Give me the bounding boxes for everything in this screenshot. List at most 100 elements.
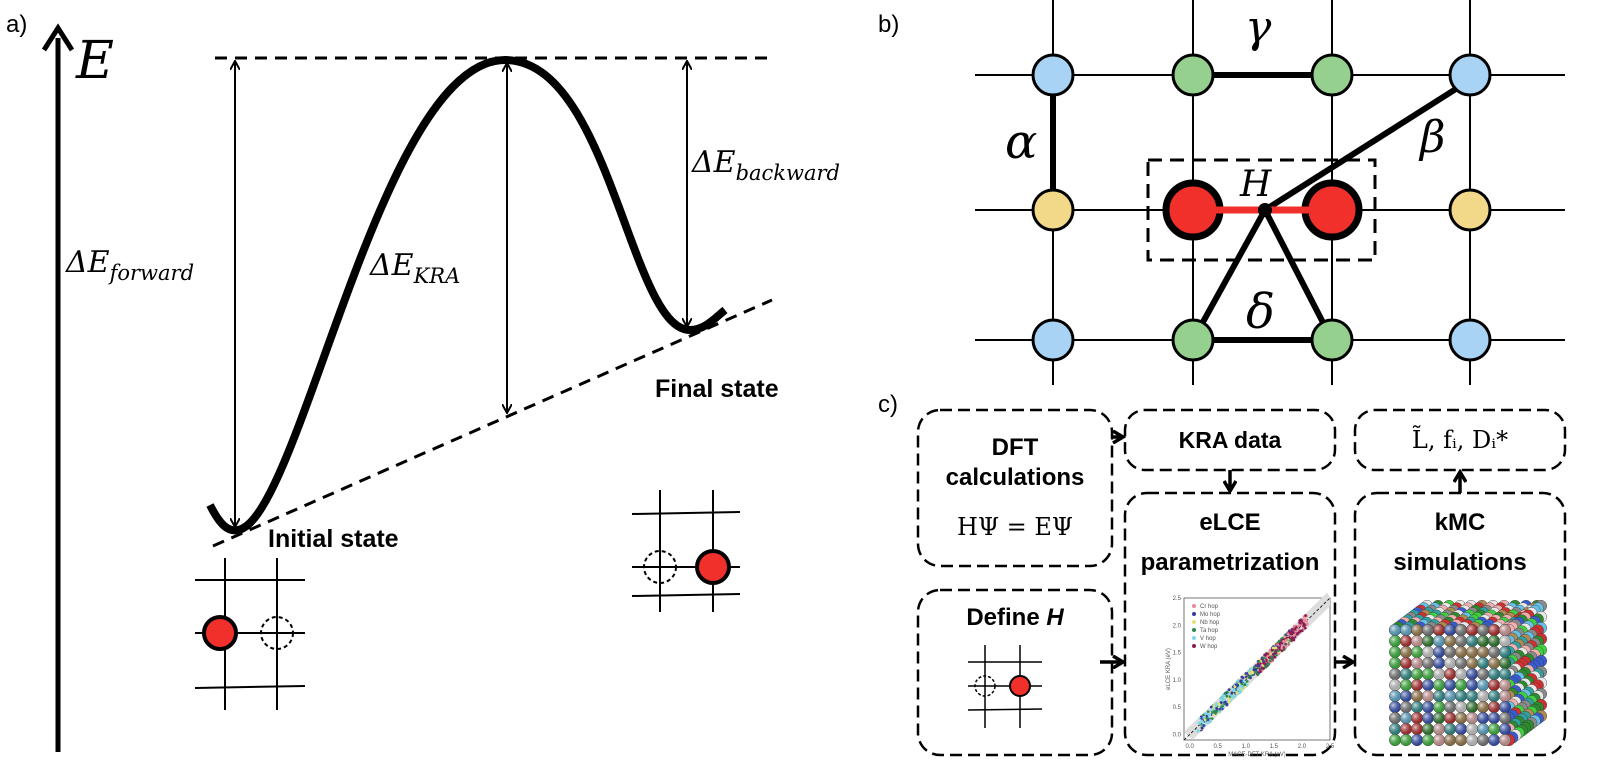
scatter-point bbox=[1204, 712, 1207, 715]
atom-shading bbox=[1400, 734, 1412, 746]
atom-shading bbox=[1400, 712, 1412, 724]
scatter-point bbox=[1236, 687, 1240, 691]
atom-shading bbox=[1488, 668, 1500, 680]
atom-shading bbox=[1422, 657, 1434, 669]
define-h-box bbox=[916, 588, 1114, 757]
atom-shading bbox=[1466, 701, 1478, 713]
outputs-label: L̃, fᵢ, Dᵢ* bbox=[1412, 426, 1508, 454]
scatter-point bbox=[1207, 720, 1211, 724]
atom-shading bbox=[1499, 646, 1511, 658]
atom-shading bbox=[1455, 679, 1467, 691]
initial-state-label: Initial state bbox=[268, 525, 399, 553]
scatter-point bbox=[1298, 630, 1302, 634]
define-h-lattice bbox=[967, 645, 1043, 728]
scatter-point bbox=[1248, 667, 1252, 671]
forward-label: ΔEforward bbox=[65, 245, 194, 285]
alpha-label: α bbox=[1005, 114, 1037, 170]
atom-shading bbox=[1411, 734, 1423, 746]
atom-shading bbox=[1444, 624, 1456, 636]
scatter-point bbox=[1289, 630, 1293, 634]
scatter-point bbox=[1286, 632, 1290, 636]
atom-shading bbox=[1411, 701, 1423, 713]
backward-label: ΔEbackward bbox=[691, 145, 840, 185]
scatter-point bbox=[1252, 666, 1256, 669]
scatter-point bbox=[1296, 624, 1300, 628]
atom-shading bbox=[1400, 701, 1412, 713]
atom-shading bbox=[1400, 668, 1412, 680]
scatter-point bbox=[1258, 669, 1262, 673]
atom-green bbox=[1310, 318, 1354, 362]
atom-shading bbox=[1422, 734, 1434, 746]
scatter-point bbox=[1200, 719, 1204, 723]
atom-shading bbox=[1400, 624, 1412, 636]
scatter-point bbox=[1303, 626, 1307, 630]
atom-shading bbox=[1477, 657, 1489, 669]
scatter-point bbox=[1256, 673, 1260, 677]
atom-shading bbox=[1455, 690, 1467, 702]
atom-shading bbox=[1488, 635, 1500, 647]
scatter-point bbox=[1291, 636, 1295, 640]
y-axis-label: eLCE KRA (eV) bbox=[1166, 648, 1172, 690]
initial-state-lattice bbox=[194, 558, 306, 710]
legend-marker bbox=[1192, 644, 1196, 648]
delta-label: δ bbox=[1246, 284, 1275, 340]
atom-shading bbox=[1411, 668, 1423, 680]
scatter-point bbox=[1203, 718, 1207, 722]
scatter-point bbox=[1282, 639, 1285, 643]
scatter-point bbox=[1210, 708, 1214, 712]
atom-shading bbox=[1499, 690, 1511, 702]
atom-shading bbox=[1411, 712, 1423, 724]
atom-shading bbox=[1466, 657, 1478, 669]
atom-shading bbox=[1411, 646, 1423, 658]
final-state-label: Final state bbox=[655, 375, 779, 403]
atom-shading bbox=[1499, 624, 1511, 636]
scatter-point bbox=[1251, 671, 1255, 675]
y-tick-label: 0.5 bbox=[1173, 705, 1182, 711]
x-tick-label: 2.0 bbox=[1298, 744, 1307, 750]
x-tick-label: 0.5 bbox=[1214, 744, 1223, 750]
atom-red bbox=[1162, 179, 1224, 241]
atom-shading bbox=[1422, 679, 1434, 691]
scatter-point bbox=[1239, 684, 1243, 688]
scatter-point bbox=[1206, 710, 1210, 714]
atom-blue bbox=[1031, 318, 1075, 362]
atom-green bbox=[1171, 318, 1215, 362]
scatter-point bbox=[1202, 724, 1206, 727]
atom-shading bbox=[1499, 635, 1511, 647]
panel-c-label: c) bbox=[878, 391, 898, 418]
legend-entry: V hop bbox=[1200, 636, 1216, 642]
atom-shading bbox=[1422, 712, 1434, 724]
atom-shading bbox=[1400, 635, 1412, 647]
atom-shading bbox=[1499, 712, 1511, 724]
panel-a-label: a) bbox=[6, 11, 27, 38]
scatter-point bbox=[1305, 622, 1309, 626]
dft-subtitle: calculations bbox=[946, 464, 1085, 491]
scatter-point bbox=[1244, 672, 1248, 675]
scatter-point bbox=[1292, 634, 1296, 637]
scatter-point bbox=[1225, 703, 1229, 707]
scatter-point bbox=[1243, 683, 1247, 687]
hop-box bbox=[1146, 158, 1377, 262]
atom-shading bbox=[1455, 723, 1467, 735]
atom-shading bbox=[1444, 635, 1456, 647]
atom-shading bbox=[1389, 701, 1401, 713]
atom-shading bbox=[1422, 723, 1434, 735]
scatter-point bbox=[1303, 619, 1306, 623]
atom-shading bbox=[1455, 646, 1467, 658]
atom-shading bbox=[1499, 723, 1511, 735]
scatter-point bbox=[1230, 691, 1234, 695]
scatter-point bbox=[1292, 624, 1296, 628]
scatter-point bbox=[1257, 660, 1261, 663]
scatter-point bbox=[1225, 694, 1229, 698]
scatter-point bbox=[1252, 668, 1256, 672]
scatter-point bbox=[1264, 665, 1268, 669]
scatter-point bbox=[1239, 679, 1243, 682]
delta-bond bbox=[1190, 208, 1268, 342]
scatter-point bbox=[1249, 676, 1252, 680]
scatter-point bbox=[1215, 707, 1219, 711]
kmc-atom-cube bbox=[1388, 600, 1547, 747]
scatter-point bbox=[1266, 663, 1269, 666]
atom-shading bbox=[1455, 668, 1467, 680]
atom-yellow bbox=[1031, 188, 1075, 232]
